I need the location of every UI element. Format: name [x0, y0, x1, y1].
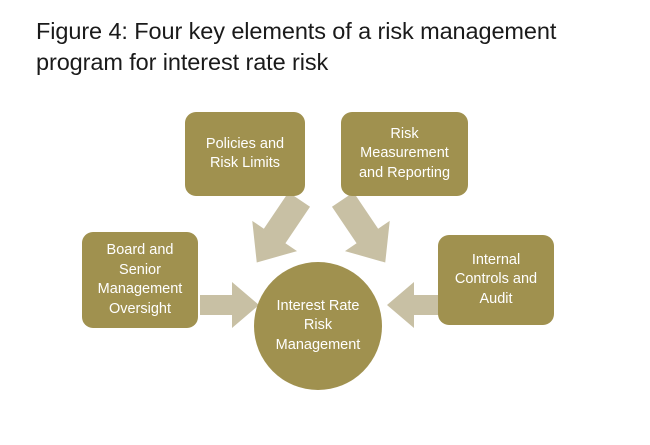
- arrow-measurement-to-center: [331, 192, 390, 263]
- node-board-and-senior-management-oversight[interactable]: Board and Senior Management Oversight: [82, 232, 198, 328]
- arrow-internal-controls-to-center: [387, 282, 446, 328]
- center-node-interest-rate-risk-management[interactable]: Interest Rate Risk Management: [254, 262, 382, 390]
- node-policies-and-risk-limits[interactable]: Policies and Risk Limits: [185, 112, 305, 196]
- arrow-policies-to-center: [252, 192, 311, 263]
- arrow-board-to-center: [200, 282, 259, 328]
- node-internal-controls-and-audit[interactable]: Internal Controls and Audit: [438, 235, 554, 325]
- figure-title: Figure 4: Four key elements of a risk ma…: [36, 18, 557, 75]
- node-risk-measurement-and-reporting[interactable]: Risk Measurement and Reporting: [341, 112, 468, 196]
